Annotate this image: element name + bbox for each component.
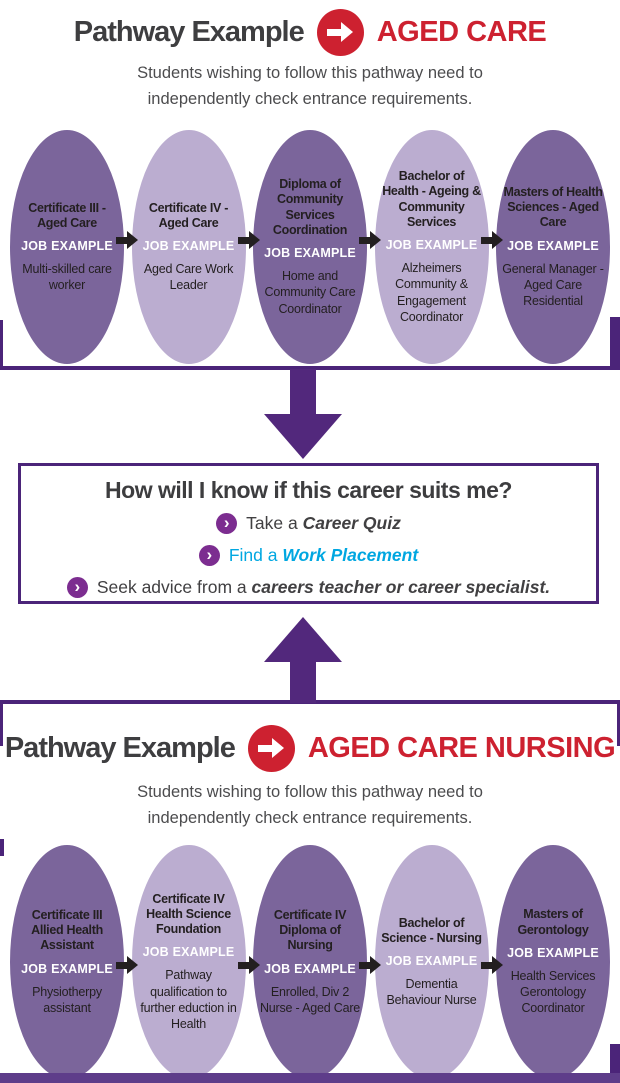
pathway2-subtitle-line2: independently check entrance requirement… xyxy=(147,808,473,827)
flow-arrow-icon xyxy=(237,231,260,249)
job-example-label: JOB EXAMPLE xyxy=(21,239,113,253)
advice-item-text: Seek advice from a careers teacher or ca… xyxy=(96,577,551,597)
pathway1-subtitle-line1: Students wishing to follow this pathway … xyxy=(137,64,483,82)
stage-ellipse: Certificate IV Health Science Foundation… xyxy=(129,843,248,1081)
up-arrow-icon xyxy=(290,660,316,703)
stage-job: Aged Care Work Leader xyxy=(143,262,234,293)
stage-job: Physiotherpy assistant xyxy=(32,984,102,1015)
stage-ellipse: Certificate III - Aged Care JOB EXAMPLE … xyxy=(8,128,126,366)
stage-qualification: Certificate III Allied Health Assistant xyxy=(31,907,103,953)
stage-ellipse: Certificate III Allied Health Assistant … xyxy=(8,843,126,1081)
down-arrow-icon xyxy=(290,369,316,415)
advice-title: How will I know if this career suits me? xyxy=(105,477,512,503)
right-arrow-icon xyxy=(327,22,354,42)
pathway1-title-field: AGED CARE xyxy=(376,15,547,48)
pathway2-subtitle-line1: Students wishing to follow this pathway … xyxy=(137,783,483,801)
flow-arrow-icon xyxy=(359,231,381,249)
stage-ellipse: Bachelor of Science - Nursing JOB EXAMPL… xyxy=(372,843,491,1081)
down-arrow-icon xyxy=(264,414,342,459)
pathway2-title-field: AGED CARE NURSING xyxy=(307,731,616,764)
flow-arrow-icon xyxy=(480,231,503,249)
stage-qualification: Certificate IV Health Science Foundation xyxy=(146,891,231,937)
stage-ellipse: Certificate IV - Aged Care JOB EXAMPLE A… xyxy=(129,128,248,366)
job-example-label: JOB EXAMPLE xyxy=(142,945,235,960)
stage-ellipse: Certificate IV Diploma of Nursing JOB EX… xyxy=(251,843,369,1081)
stage-ellipse: Diploma of Community Services Coordinati… xyxy=(251,128,369,366)
job-example-label: JOB EXAMPLE xyxy=(507,238,599,253)
stage-job: Health Services Gerontology Coordinator xyxy=(510,968,596,1016)
chevron-right-icon: › xyxy=(216,513,238,534)
stage-ellipse: Masters of Gerontology JOB EXAMPLE Healt… xyxy=(494,843,612,1081)
pathway2-header: Pathway Example AGED CARE NURSING xyxy=(0,722,620,774)
stage-job: Home and Community Care Coordinator xyxy=(264,269,356,316)
pathway1-stage-row: Certificate III - Aged Care JOB EXAMPLE … xyxy=(0,128,620,366)
pathway1-header: Pathway Example AGED CARE xyxy=(0,7,620,57)
work-placement-link[interactable]: Find a Work Placement xyxy=(228,545,419,565)
stage-job: Dementia Behaviour Nurse xyxy=(386,977,477,1008)
pathway2-subtitle: Students wishing to follow this pathway … xyxy=(0,780,620,831)
chevron-right-icon: › xyxy=(66,577,88,598)
stage-qualification: Bachelor of Health - Ageing & Community … xyxy=(382,169,481,229)
red-arrow-icon xyxy=(316,8,364,56)
job-example-label: JOB EXAMPLE xyxy=(385,954,478,968)
stage-qualification: Certificate III - Aged Care xyxy=(28,200,106,230)
flow-arrow-icon xyxy=(116,956,138,974)
advice-item-seek-advice: › Seek advice from a careers teacher or … xyxy=(21,577,596,598)
pathway1-frame-right-bar xyxy=(610,317,620,369)
stage-qualification: Certificate IV - Aged Care xyxy=(148,200,229,230)
stage-job: Multi-skilled care worker xyxy=(22,262,112,293)
pathway1-subtitle-line2: independently check entrance requirement… xyxy=(147,89,473,108)
job-example-label: JOB EXAMPLE xyxy=(507,945,599,960)
job-example-label: JOB EXAMPLE xyxy=(264,246,356,261)
pathway1-subtitle: Students wishing to follow this pathway … xyxy=(0,61,620,112)
red-arrow-icon xyxy=(247,724,295,772)
right-arrow-icon xyxy=(258,738,285,758)
stage-qualification: Masters of Health Sciences - Aged Care xyxy=(503,184,603,230)
pathway1-frame-left-stub xyxy=(0,320,3,369)
flow-arrow-icon xyxy=(480,956,503,974)
pathway2-frame-left-stub xyxy=(0,700,3,746)
pathway2-stage-row: Certificate III Allied Health Assistant … xyxy=(0,843,620,1081)
stage-ellipse: Masters of Health Sciences - Aged Care J… xyxy=(494,128,612,366)
job-example-label: JOB EXAMPLE xyxy=(385,238,478,252)
up-arrow-icon xyxy=(264,617,342,662)
pathway2-frame-left-bar xyxy=(0,839,4,856)
advice-item-career-quiz: › Take a Career Quiz xyxy=(21,513,596,534)
advice-box: How will I know if this career suits me?… xyxy=(18,463,599,604)
pathway1-title-prefix: Pathway Example xyxy=(73,15,305,48)
advice-item-text: Take a Career Quiz xyxy=(246,513,401,533)
stage-qualification: Diploma of Community Services Coordinati… xyxy=(272,177,348,237)
flow-arrow-icon xyxy=(359,956,381,974)
pathway2-title-prefix: Pathway Example xyxy=(4,731,236,764)
flow-arrow-icon xyxy=(237,956,260,974)
stage-job: Enrolled, Div 2 Nurse - Aged Care xyxy=(259,984,361,1015)
stage-job: Alzheimers Community & Engagement Coordi… xyxy=(395,261,468,324)
stage-qualification: Masters of Gerontology xyxy=(517,907,589,937)
stage-job: General Manager - Aged Care Residential xyxy=(502,261,604,309)
advice-item-work-placement[interactable]: › Find a Work Placement xyxy=(21,545,596,566)
job-example-label: JOB EXAMPLE xyxy=(142,239,235,253)
pathway2-frame-right-stub xyxy=(617,700,620,746)
bottom-frame-bar xyxy=(0,1073,620,1083)
pathway2-frame-right-bar xyxy=(610,1044,620,1083)
job-example-label: JOB EXAMPLE xyxy=(264,961,356,976)
stage-qualification: Bachelor of Science - Nursing xyxy=(381,915,482,945)
stage-ellipse: Bachelor of Health - Ageing & Community … xyxy=(372,128,491,366)
pathway1-frame-bottom-line xyxy=(0,366,620,370)
job-example-label: JOB EXAMPLE xyxy=(21,961,113,976)
flow-arrow-icon xyxy=(116,231,138,249)
stage-qualification: Certificate IV Diploma of Nursing xyxy=(273,907,347,953)
stage-job: Pathway qualification to further eductio… xyxy=(140,968,237,1032)
chevron-right-icon: › xyxy=(198,545,220,566)
